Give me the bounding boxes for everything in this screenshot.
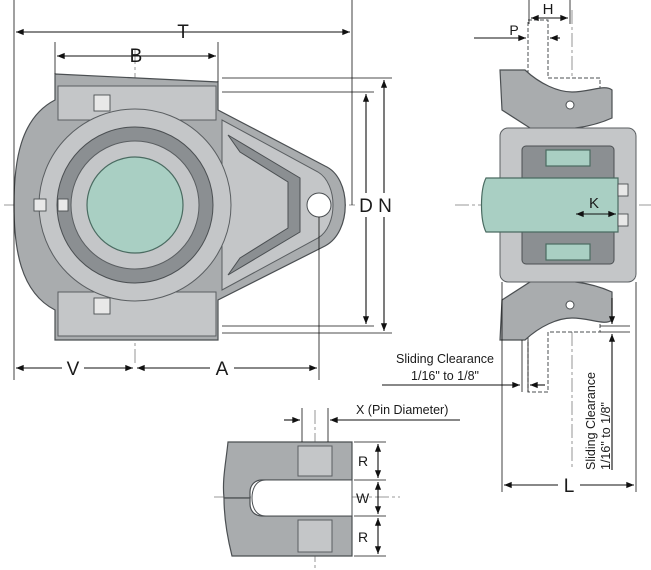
lower-roller: [545, 243, 591, 261]
pin-lower-face: [297, 519, 333, 553]
sliding-clearance-v-line1: Sliding Clearance: [584, 372, 598, 470]
side-screw-top: [617, 183, 629, 197]
lock-collar-screw-2: [57, 198, 69, 212]
label-L: L: [564, 476, 575, 497]
top-hole: [565, 100, 575, 110]
sliding-clearance-v-text: Sliding Clearance 1/16" to 1/8": [584, 372, 613, 470]
label-V: V: [67, 359, 80, 380]
label-H: H: [543, 1, 554, 18]
front-arm-rib: [227, 134, 301, 276]
label-W: W: [356, 490, 370, 506]
label-A: A: [216, 359, 229, 380]
side-view: H P K L Sliding Clearance 1/16" to 1/8" …: [382, 0, 651, 497]
label-K: K: [589, 195, 599, 212]
A-label-bg: [210, 356, 234, 378]
upper-roller: [545, 149, 591, 167]
sliding-clearance-v-line2: 1/16" to 1/8": [599, 402, 613, 470]
label-R-top: R: [358, 453, 368, 469]
pin-upper-face: [297, 445, 333, 477]
top-bolt: [93, 94, 111, 112]
label-X: X (Pin Diameter): [356, 403, 448, 417]
pin-hole: [306, 192, 332, 218]
sliding-clearance-h-line1: Sliding Clearance: [396, 352, 494, 366]
side-shaft: [480, 177, 619, 233]
front-shaft: [86, 156, 184, 254]
bottom-hole: [565, 300, 575, 310]
bottom-bolt: [93, 297, 111, 315]
pin-slot: [251, 479, 353, 517]
label-T: T: [177, 22, 189, 43]
lock-collar-screw: [33, 198, 47, 212]
label-P: P: [509, 22, 518, 38]
label-R-bottom: R: [358, 529, 368, 545]
front-arm: [221, 119, 334, 291]
front-view: T B D N V A: [4, 0, 397, 380]
label-N: N: [378, 196, 392, 217]
label-B: B: [130, 46, 143, 67]
L-label-bg: [558, 474, 580, 496]
V-label-bg: [62, 356, 84, 378]
DN-label-bg: [355, 193, 397, 217]
label-D: D: [359, 196, 373, 217]
sliding-clearance-h-line2: 1/16" to 1/8": [411, 369, 479, 383]
side-screw-bottom: [617, 213, 629, 227]
pin-detail-view: X (Pin Diameter) R W R: [214, 403, 460, 570]
